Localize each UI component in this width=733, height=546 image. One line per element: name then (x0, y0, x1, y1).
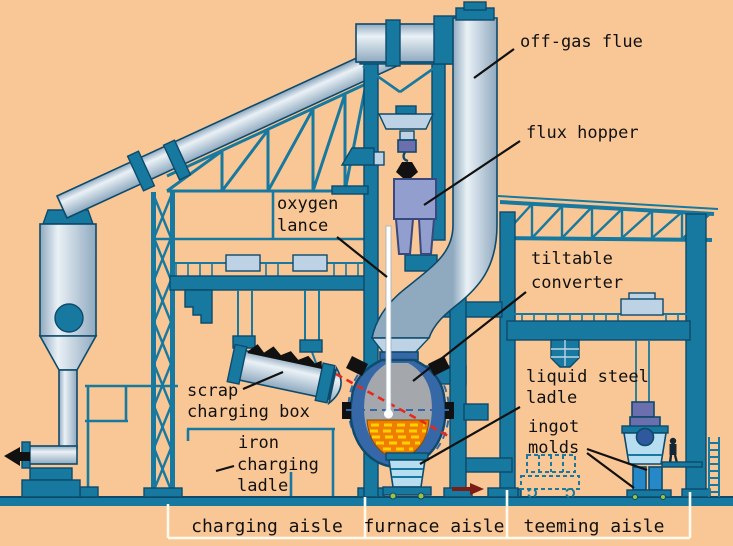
ladder (708, 437, 720, 497)
crane-cables (237, 290, 320, 364)
label-charging-aisle: charging aisle (191, 516, 343, 537)
crane-hook-icon (402, 151, 409, 163)
label-teeming-aisle: teeming aisle (524, 516, 665, 537)
label-iron-charging-ladle-1: iron (238, 433, 279, 453)
duct-clamp (162, 139, 192, 181)
worker-platform (661, 461, 703, 468)
aisle-bracket (166, 490, 692, 540)
ghost-ingot-mold-car (520, 454, 580, 498)
label-liquid-steel-ladle-1: liquid steel (526, 367, 649, 387)
label-tiltable-converter-1: tiltable (531, 249, 613, 269)
leader-ingot-molds (586, 452, 635, 489)
leader-off-gas-flue (473, 48, 515, 79)
label-scrap-charging-box-1: scrap (187, 381, 238, 401)
leader-scrap-charging-box (242, 370, 284, 391)
duct-clamp (385, 19, 401, 67)
label-oxygen-lance-2: lance (277, 216, 328, 236)
labels: off-gas flue flux hopper oxygen lance ti… (187, 32, 664, 537)
off-gas-flue (355, 1, 498, 339)
trunnion-pin (445, 402, 454, 419)
molten-highlights (370, 423, 426, 451)
label-scrap-charging-box-2: charging box (187, 402, 310, 422)
scrap-metal (247, 344, 322, 369)
oxygen-lance (384, 225, 393, 419)
label-tiltable-converter-2: converter (531, 273, 623, 293)
tiltable-converter (335, 351, 454, 469)
gas-exit-arrow-icon (4, 447, 30, 466)
tilt-axis (335, 372, 453, 440)
liquid-steel-ladle-car (382, 452, 432, 500)
leader-tiltable-converter (412, 291, 527, 382)
teeming-hoist-block (631, 401, 655, 418)
charging-crane-trolley (292, 254, 328, 272)
teeming-crane-girder (506, 320, 691, 341)
duct-clamp (126, 150, 156, 192)
trunnion-ear (346, 356, 368, 376)
scrubber-ball (54, 303, 84, 333)
label-flux-hopper: flux hopper (526, 123, 639, 143)
flux-hopper (393, 162, 437, 255)
label-iron-charging-ladle-3: ladle (237, 476, 288, 496)
teeming-left-column (499, 211, 516, 498)
label-off-gas-flue: off-gas flue (520, 32, 643, 52)
teeming-right-column (685, 213, 707, 498)
charging-crane-girder (169, 275, 366, 291)
label-iron-charging-ladle-2: charging (237, 455, 319, 475)
charging-aisle-building (79, 81, 369, 498)
label-furnace-aisle: furnace aisle (364, 516, 505, 537)
tower-right-lower-column (449, 297, 467, 498)
leader-ingot-molds (586, 447, 648, 472)
scrap-charging-box (226, 343, 342, 406)
leader-oxygen-lance (336, 236, 388, 278)
label-liquid-steel-ladle-2: ladle (526, 388, 577, 408)
teeming-crane-trolley (620, 298, 664, 316)
leader-liquid-steel-ladle (419, 406, 521, 465)
trunnion-ear (428, 356, 450, 376)
tower-crane-beam (377, 113, 435, 130)
lattice-column (143, 192, 183, 498)
teeming-hoist-and-ladle (621, 340, 669, 465)
charging-crane (169, 254, 366, 406)
side-shed (85, 384, 178, 490)
ground (0, 496, 733, 506)
label-ingot-molds-2: molds (528, 438, 579, 458)
charging-crane-trolley (225, 254, 261, 272)
leader-lines (215, 48, 648, 489)
floor-partitions (186, 427, 335, 496)
roof-truss-webs (501, 203, 711, 240)
flow-arrow-right-icon (452, 483, 484, 495)
leader-iron-charging-ladle (215, 464, 235, 473)
ingot-molds (626, 466, 672, 500)
label-oxygen-lance-1: oxygen (277, 194, 338, 214)
ladle-yoke (635, 427, 655, 447)
label-ingot-molds-1: ingot (528, 417, 579, 437)
tower-hoist-block (397, 139, 417, 153)
leader-flux-hopper (423, 140, 521, 206)
